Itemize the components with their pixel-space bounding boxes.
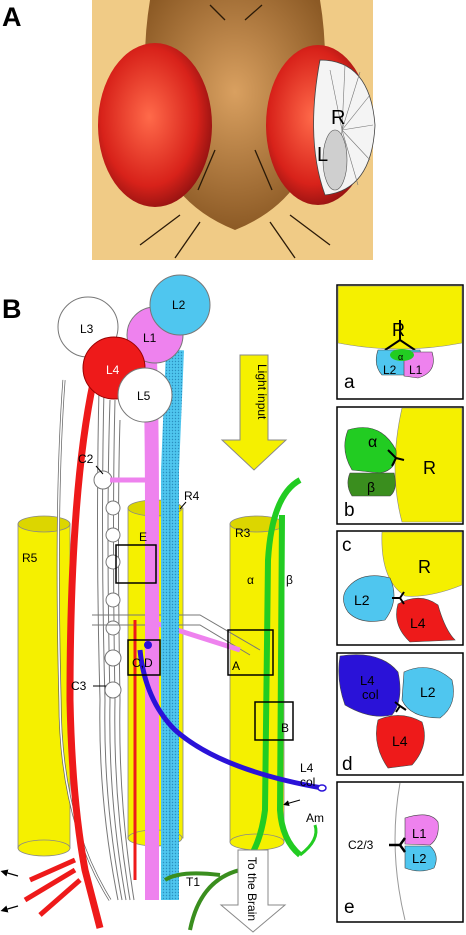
l1-axon [143,359,159,900]
inset-a-label-alpha: α [398,352,403,362]
inset-a: a R α L2 L1 [336,284,464,400]
inset-d-label-l4col-line2: col [362,687,379,702]
r3-cylinder [229,515,285,851]
inset-c-label-l4: L4 [410,615,426,631]
label-l2: L2 [172,298,186,312]
inset-c-label-r: R [418,557,431,577]
label-beta: β [286,573,293,587]
r5-cylinder [17,515,71,857]
label-l4: L4 [106,363,120,377]
box-b [254,701,294,741]
box-cd-label: C,D [132,656,153,670]
inset-e-letter: e [344,897,355,918]
label-r5: R5 [22,551,38,565]
left-eye [98,43,212,207]
l4-branches [23,857,82,917]
l5-cell-body [117,367,173,423]
inset-b-label-beta: β [367,479,375,495]
light-input-arrow: Light input [220,354,288,471]
t1-branches [163,868,241,931]
inset-b-label-r: R [423,458,436,478]
inset-a-label-l1: L1 [409,363,423,377]
l4-collateral-node [144,641,152,649]
c3-varicosities [104,500,122,699]
panel-a-letter: A [2,2,22,32]
label-t1: T1 [186,875,200,889]
lamina-section [322,129,348,191]
label-alpha: α [247,573,254,587]
inset-d-label-l2: L2 [420,684,436,700]
panel-b-letter: B [2,294,22,324]
inset-c: c R L2 L4 [336,530,464,646]
inset-d: d L4 col L2 L4 [336,652,464,776]
panel-b: B [0,274,327,933]
box-cd [127,639,161,676]
box-a-label: A [232,659,240,673]
inset-c-letter: c [342,535,352,556]
label-l1: L1 [143,331,157,345]
label-l4col-line1: L4 [300,761,314,775]
bristles [139,4,331,259]
l4-collateral [137,649,323,791]
inset-d-label-l4: L4 [392,733,408,749]
inset-b: b α β R [336,406,464,525]
light-input-label: Light input [255,364,269,420]
to-brain-label: To the Brain [245,857,259,921]
label-c3: C3 [71,679,87,693]
inset-a-letter: a [344,372,355,393]
label-r4: R4 [184,489,200,503]
inset-d-label-l4col-line1: L4 [360,673,374,688]
l4-axon [66,369,104,929]
panel-a: A R L [2,0,376,260]
label-am: Am [306,811,324,825]
label-l4col-line2: col [300,775,315,789]
inset-e-label-l1: L1 [412,826,426,841]
l2-cell-body [149,274,211,336]
label-l5: L5 [137,389,151,403]
label-r3: R3 [235,526,251,540]
box-e [115,544,157,584]
label-c2: C2 [78,452,94,466]
box-a [227,629,274,676]
inset-b-label-alpha: α [368,434,377,451]
inset-e-label-c23: C2/3 [348,838,374,852]
beta-fiber [276,514,303,858]
to-brain-arrow: To the Brain [219,849,287,933]
label-r: R [331,107,345,129]
box-e-label: E [139,530,147,544]
inset-e-label-l2: L2 [412,851,426,866]
inset-b-letter: b [344,500,355,521]
inset-d-letter: d [342,754,353,775]
inset-a-label-r: R [392,320,405,340]
inset-e: e C2/3 L1 L2 [336,781,464,923]
label-l: L [317,144,328,166]
l2-axon [161,349,184,900]
label-l3: L3 [80,322,94,336]
box-b-label: B [281,721,289,735]
inset-a-label-l2: L2 [383,363,397,377]
inset-c-label-l2: L2 [354,592,370,608]
